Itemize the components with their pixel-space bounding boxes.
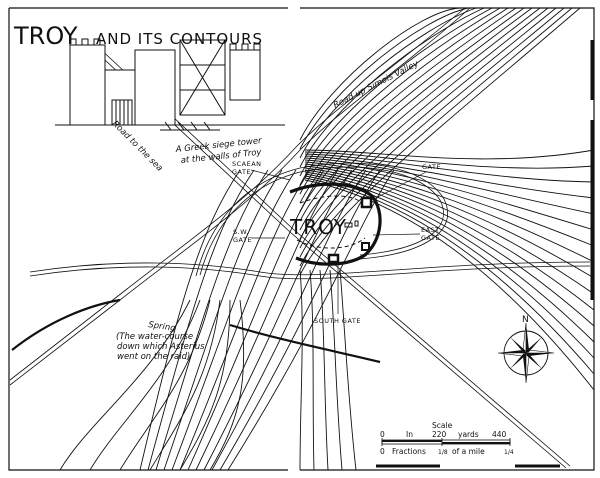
contour-line (299, 7, 557, 249)
contour-line (139, 169, 241, 471)
contour-line (163, 169, 283, 471)
contour-line (299, 269, 303, 471)
scale-mile-0: 0 (380, 447, 385, 456)
contour-line (299, 7, 517, 204)
contour-line (299, 7, 493, 177)
contour-line (304, 149, 595, 160)
road-around-troy (11, 162, 591, 364)
contour-line (299, 7, 485, 168)
contour-line (329, 269, 343, 471)
contour-line (299, 7, 581, 276)
contour-line (304, 167, 595, 295)
title-troy: TROY (13, 22, 78, 50)
east-gate-label-1: EAST (421, 226, 440, 234)
scale-yards-440: 440 (492, 430, 507, 439)
east-gate-pointer (372, 233, 421, 236)
contour-line (59, 299, 191, 471)
spring-note-2: down which Asterius (117, 342, 205, 352)
contour-line (149, 299, 221, 471)
contour-line (304, 169, 595, 311)
east-gate-label-2: GATE (421, 234, 440, 242)
south-gate-label: SOUTH GATE (314, 317, 361, 325)
contour-line (304, 165, 595, 279)
troy-label: TROY (289, 215, 347, 239)
contour-line (304, 155, 595, 199)
scale-yards-unit: yards (458, 430, 479, 439)
contour-line (187, 169, 325, 471)
contour-line (304, 179, 595, 391)
spring-note-3: went on the raid) (117, 352, 190, 362)
compass-rose-icon: N (497, 315, 555, 384)
road-simois-label: Road up Simois Valley (332, 59, 421, 111)
contour-line (304, 171, 595, 327)
gate-pointer (371, 171, 427, 201)
troy-citadel (289, 182, 382, 266)
contour-line (299, 7, 573, 267)
contour-line (299, 7, 461, 141)
scale-yards-0: 0 (380, 430, 385, 439)
contour-line (299, 7, 509, 195)
gate-label: GATE (422, 163, 441, 171)
contour-line (304, 163, 595, 263)
scale-yards-in: In (406, 430, 413, 439)
spring-label: Spring (148, 320, 177, 334)
scale-mile-quarter: 1/4 (504, 449, 514, 456)
contour-line (299, 7, 469, 150)
contour-line (179, 299, 231, 471)
map-frame (8, 7, 595, 471)
scaean-gate-pointer (250, 169, 291, 181)
sw-gate-label-1: S.W. (233, 228, 249, 236)
sw-gate-label-2: GATE (233, 236, 252, 244)
gate-labels: SCAEAN GATE GATE EAST GATE S.W. GATE SOU… (232, 160, 441, 325)
scale-mile-eighth: 1/8 (438, 449, 448, 456)
contour-line (304, 153, 595, 183)
scale-mile-fractions: Fractions (392, 447, 426, 456)
contour-line (299, 7, 533, 222)
road-to-sea-label: Road to the sea (110, 119, 165, 174)
spring-note-1: (The water-course (116, 332, 193, 342)
contour-line (299, 7, 549, 240)
siege-tower-illustration (55, 38, 285, 131)
contour-line (209, 299, 245, 471)
contour-line (304, 161, 595, 247)
contour-line (299, 7, 541, 231)
road-up-simois-valley (9, 7, 471, 386)
scale-yards-220: 220 (432, 430, 447, 439)
contour-line (219, 169, 381, 471)
contour-line (299, 7, 525, 213)
contour-line (304, 157, 595, 215)
map-title: TROY AND ITS CONTOURS (13, 22, 263, 50)
title-rest: AND ITS CONTOURS (96, 30, 263, 48)
spring-annotation: Spring (The water-course down which Aste… (116, 320, 205, 362)
contour-line (89, 299, 201, 471)
contour-line (195, 169, 339, 471)
scale-mile-unit: of a mile (452, 447, 485, 456)
contour-line (339, 269, 357, 471)
contour-line (299, 7, 565, 258)
contour-line (179, 169, 311, 471)
contour-line (309, 269, 315, 471)
scale-bar: Scale 0 In 220 yards 440 0 Fractions 1/8… (380, 421, 514, 456)
contour-line (227, 169, 395, 471)
contour-line (147, 169, 255, 471)
contour-line (155, 169, 269, 471)
scaean-gate-label-1: SCAEAN (232, 160, 262, 168)
scale-title: Scale (432, 421, 453, 430)
contour-line (304, 173, 595, 343)
contour-line (299, 7, 501, 186)
scaean-gate-label-2: GATE (232, 168, 251, 176)
contour-line (319, 269, 329, 471)
contour-line (119, 299, 211, 471)
contour-line (171, 169, 297, 471)
north-label: N (522, 315, 529, 325)
